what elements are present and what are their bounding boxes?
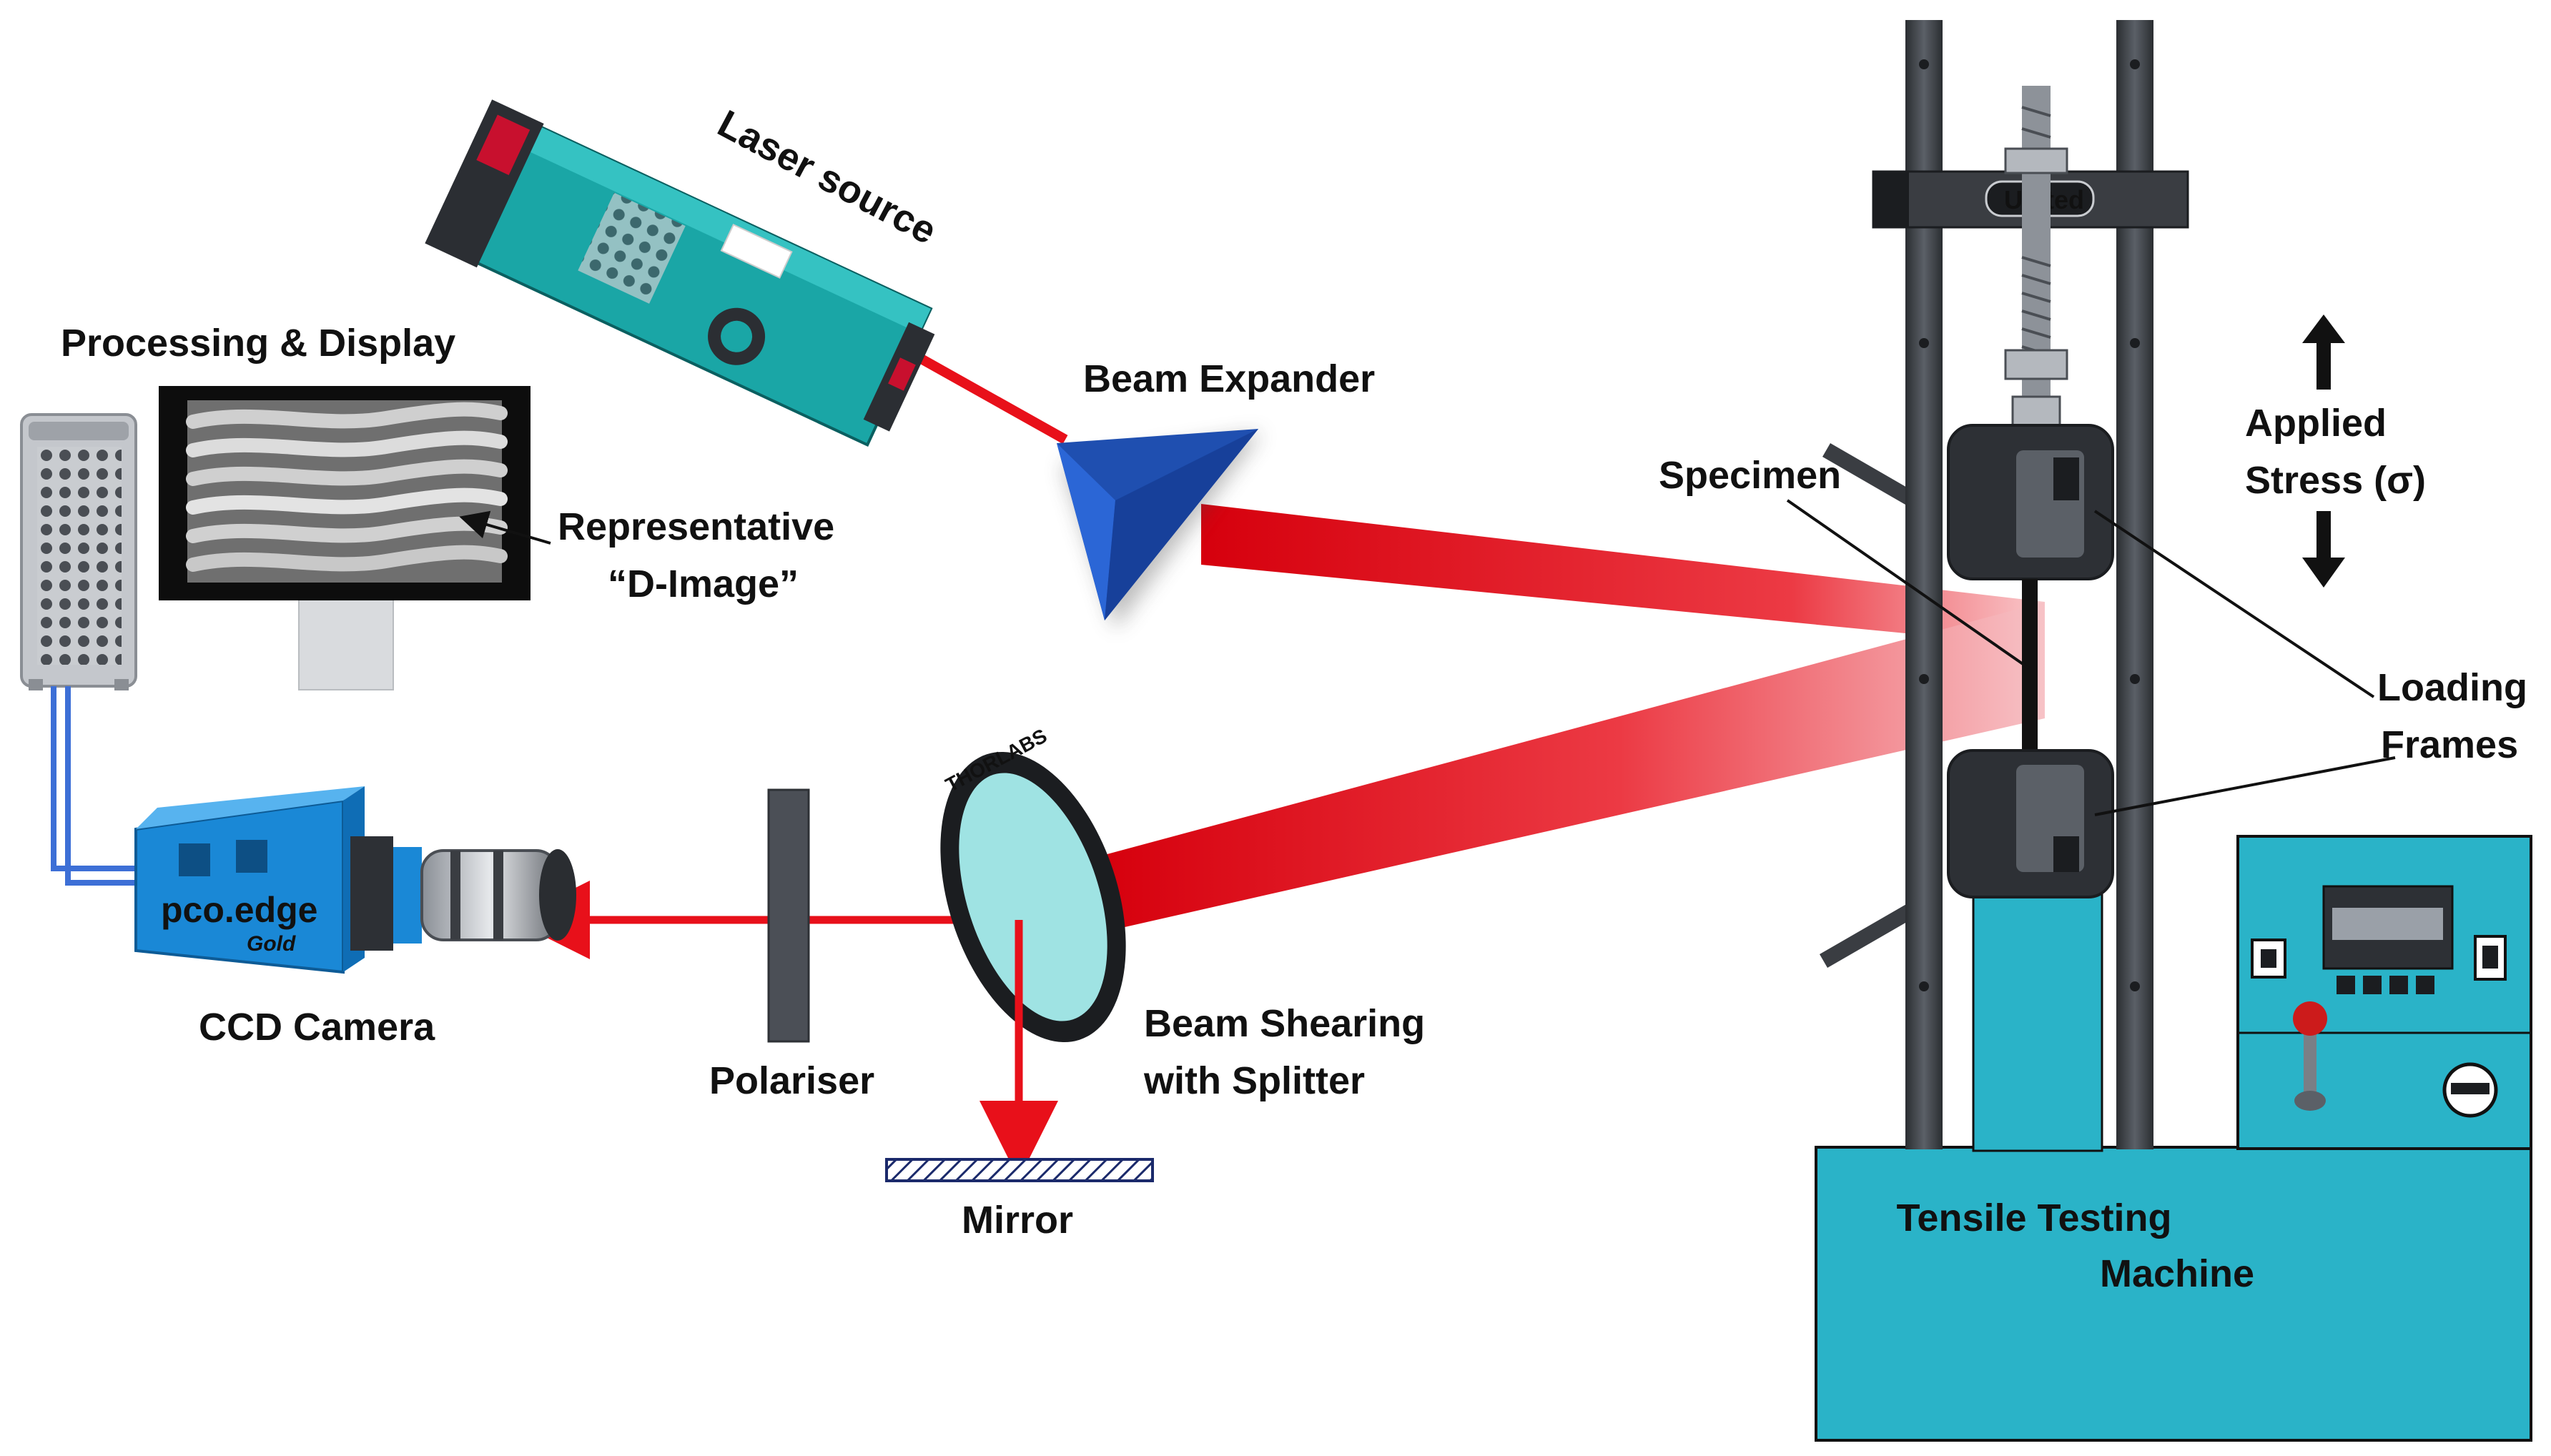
beam-expander-device [1057,429,1262,629]
stress-label: Stress (σ) [2245,459,2426,502]
arrow-down-icon [2302,511,2345,588]
expanded-beam-lower [1094,602,2045,929]
representative-label: Representative [558,505,834,548]
control-lever [2293,1001,2327,1111]
mirror-plate [885,1158,1154,1182]
mirror-label: Mirror [962,1199,1073,1242]
gauge-icon [2442,1062,2498,1118]
polariser-plate [767,788,810,1043]
tensile-testing-machine: United [1815,20,2532,1442]
upper-grip [1947,424,2114,580]
machine-base [1815,1146,2532,1442]
computer-tower [20,413,137,690]
loading-frames-pointer-upper [2093,510,2375,698]
applied-label: Applied [2245,402,2387,445]
processing-display-label: Processing & Display [61,322,455,365]
lower-grip [1947,749,2114,898]
camera-model-text: Gold [247,932,296,956]
representative-pointer [459,510,551,545]
frames-label: Frames [2381,723,2518,766]
control-keypad [2337,976,2434,994]
tensile-machine-label: Tensile Testing [1896,1197,2171,1239]
interference-fringes [186,402,508,572]
beam-expander-label: Beam Expander [1083,357,1375,400]
d-image-label: “D-Image” [608,563,799,605]
specimen-pointer [1786,499,2031,670]
loading-frames-pointer-lower [2094,756,2396,816]
ccd-camera-label: CCD Camera [199,1006,435,1049]
loading-label: Loading [2377,666,2527,709]
camera-brand-text: pco.edge [161,890,317,930]
specimen-label: Specimen [1659,454,1841,497]
laser-to-expander-beam [916,352,1068,445]
with-splitter-label: with Splitter [1143,1059,1365,1102]
beam-splitter-device: THORLABS [940,725,1126,1043]
polariser-label: Polariser [709,1059,874,1102]
expanded-beam-upper [1201,504,2045,647]
arrow-up-icon [2302,315,2345,390]
beam-shearing-label: Beam Shearing [1144,1002,1425,1045]
monitor [159,386,531,690]
laser-source-device [425,99,935,447]
lower-column-block [1972,892,2103,1152]
machine-label: Machine [2100,1252,2254,1295]
data-cables [51,686,143,886]
ccd-camera-device: pco.edge Gold [134,786,576,974]
specimen-strip [2022,579,2038,754]
